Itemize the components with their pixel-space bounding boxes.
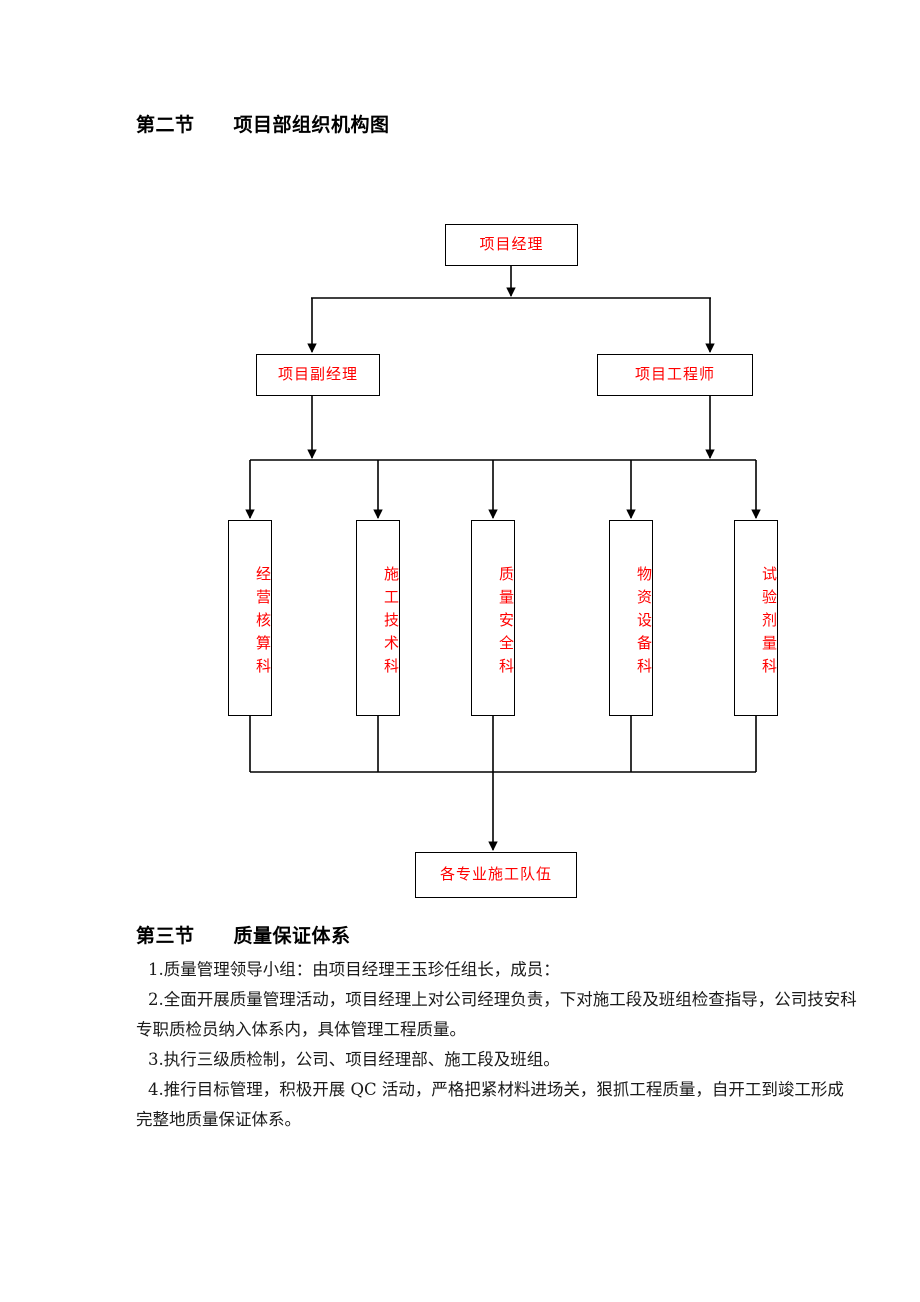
org-node-label: 经营核算科 [254,565,272,681]
org-node-deputy-manager[interactable]: 项目副经理 [256,354,380,396]
quality-item-2: 2.全面开展质量管理活动，项目经理上对公司经理负责，下对施工段及班组检查指导，公… [136,990,857,1039]
quality-item-4: 4.推行目标管理，积极开展 QC 活动，严格把紧材料进场关，狠抓工程质量，自开工… [136,1080,844,1129]
org-node-label: 项目经理 [479,235,544,254]
section-heading-2: 第二节 项目部组织机构图 [136,114,390,136]
quality-system-body: 1.质量管理领导小组：由项目经理王玉珍任组长，成员： 2.全面开展质量管理活动，… [136,955,860,1135]
org-node-dept-4[interactable]: 物资设备科 [609,520,653,716]
org-node-label: 项目工程师 [634,365,715,384]
quality-item-3: 3.执行三级质检制，公司、项目经理部、施工段及班组。 [148,1050,560,1069]
org-node-dept-2[interactable]: 施工技术科 [356,520,400,716]
org-chart-connectors [245,266,761,851]
org-node-teams[interactable]: 各专业施工队伍 [415,852,577,898]
org-node-dept-1[interactable]: 经营核算科 [228,520,272,716]
org-node-manager[interactable]: 项目经理 [445,224,578,266]
org-node-label: 各专业施工队伍 [439,865,552,884]
org-node-label: 施工技术科 [382,565,400,681]
org-node-dept-5[interactable]: 试验剂量科 [734,520,778,716]
org-node-label: 项目副经理 [277,365,358,384]
org-node-project-engineer[interactable]: 项目工程师 [597,354,753,396]
org-node-label: 质量安全科 [497,565,515,681]
org-node-dept-3[interactable]: 质量安全科 [471,520,515,716]
org-node-label: 物资设备科 [635,565,653,681]
org-chart: 项目经理 项目副经理 项目工程师 经营核算科 施工技术科 质量安全科 物资设备科… [0,190,920,920]
quality-item-1: 1.质量管理领导小组：由项目经理王玉珍任组长，成员： [148,960,560,979]
section-heading-3: 第三节 质量保证体系 [136,925,351,947]
org-node-label: 试验剂量科 [760,565,778,681]
